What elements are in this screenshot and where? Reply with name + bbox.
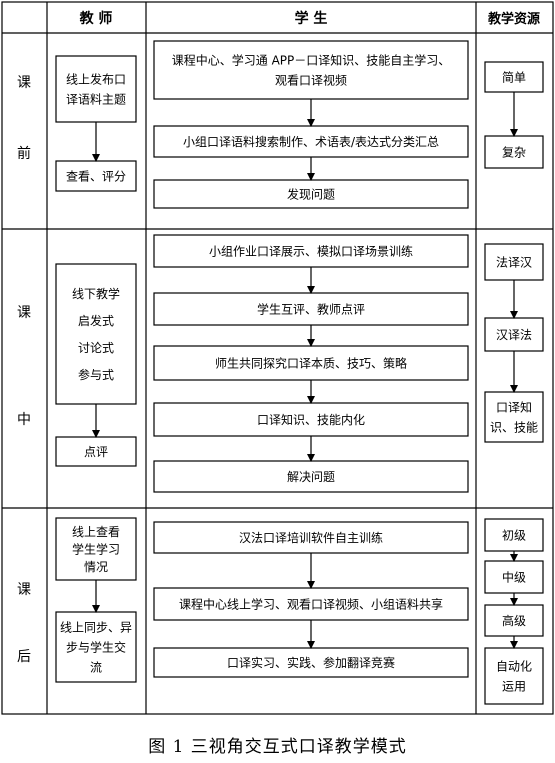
teacher-box-offline-teaching-text-line: 讨论式 bbox=[78, 341, 114, 355]
flow-arrows bbox=[92, 92, 518, 649]
student-box-online-learning-text-line: 课程中心线上学习、观看口译视频、小组语料共享 bbox=[179, 597, 443, 612]
student-box-internship-frame bbox=[153, 647, 469, 678]
student-box-internalize-text-line: 口译知识、技能内化 bbox=[257, 413, 365, 427]
teacher-box-sync-communication-text-line: 线上同步、异 bbox=[60, 621, 132, 635]
teacher-box-check-progress-text-line: 情况 bbox=[84, 560, 108, 574]
student-box-group-presentation: 小组作业口译展示、模拟口译场景训练 bbox=[153, 234, 469, 268]
resource-box-knowledge-skills-frame bbox=[484, 391, 544, 443]
teacher-box-sync-communication-text-line: 流 bbox=[90, 661, 102, 675]
teacher-box-offline-teaching-text-line: 线下教学 bbox=[72, 286, 120, 301]
resource-box-advanced: 高级 bbox=[484, 604, 544, 637]
teacher-box-sync-communication-frame bbox=[55, 611, 137, 683]
student-box-internship: 口译实习、实践、参加翻译竞赛 bbox=[153, 647, 469, 678]
resource-box-simple-text-line: 简单 bbox=[502, 71, 526, 85]
student-box-solve-problems-frame bbox=[153, 460, 469, 493]
student-box-software-training-frame bbox=[153, 521, 469, 554]
teacher-box-publish-topic-frame bbox=[55, 55, 137, 123]
teacher-box-publish-topic-text-line: 译语料主题 bbox=[66, 93, 126, 107]
student-box-self-study-frame bbox=[153, 40, 469, 100]
student-box-peer-review-text-line: 学生互评、教师点评 bbox=[257, 302, 365, 317]
header-student: 学 生 bbox=[295, 10, 328, 27]
teacher-box-review-score-text-line: 查看、评分 bbox=[66, 170, 126, 184]
student-box-find-problems-frame bbox=[153, 179, 469, 209]
student-box-software-training-text-line: 汉法口译培训软件自主训练 bbox=[239, 530, 383, 545]
resource-box-beginner-text-line: 初级 bbox=[502, 529, 526, 543]
student-box-self-study: 课程中心、学习通 APP－口译知识、技能自主学习、观看口译视频 bbox=[153, 40, 469, 100]
student-box-self-study-text-line: 观看口译视频 bbox=[275, 73, 347, 88]
student-box-peer-review: 学生互评、教师点评 bbox=[153, 292, 469, 326]
teacher-box-comment-text-line: 点评 bbox=[84, 445, 108, 459]
resource-box-zh-to-fr-text-line: 汉译法 bbox=[496, 328, 532, 342]
resource-box-knowledge-skills-text-line: 口译知 bbox=[496, 401, 532, 415]
phase-during-char-1: 课 bbox=[17, 305, 31, 321]
teacher-box-review-score: 查看、评分 bbox=[55, 160, 137, 192]
header-resources: 教学资源 bbox=[487, 11, 540, 27]
resource-box-intermediate: 中级 bbox=[484, 560, 544, 594]
resource-box-complex-text-line: 复杂 bbox=[502, 146, 526, 160]
student-box-explore-strategies-text-line: 师生共同探究口译本质、技巧、策略 bbox=[215, 356, 407, 371]
student-box-corpus-making-text-line: 小组口译语料搜索制作、术语表/表达式分类汇总 bbox=[183, 134, 439, 149]
student-box-group-presentation-frame bbox=[153, 234, 469, 268]
teacher-box-offline-teaching-text-line: 参与式 bbox=[78, 367, 114, 382]
student-box-find-problems-text-line: 发现问题 bbox=[287, 187, 335, 202]
resource-box-simple-frame bbox=[484, 61, 544, 93]
phase-during-char-2: 中 bbox=[17, 412, 31, 428]
student-box-solve-problems-text-line: 解决问题 bbox=[287, 470, 335, 484]
resource-box-automatic-use-text-line: 自动化 bbox=[496, 660, 532, 674]
student-box-internalize: 口译知识、技能内化 bbox=[153, 402, 469, 437]
teacher-box-comment-frame bbox=[55, 436, 137, 467]
teacher-box-sync-communication-text-line: 步与学生交 bbox=[66, 640, 126, 655]
resource-box-fr-to-zh-text-line: 法译汉 bbox=[496, 256, 532, 270]
resource-box-beginner-frame bbox=[484, 518, 544, 552]
resource-box-automatic-use-text-line: 运用 bbox=[502, 680, 526, 694]
student-box-find-problems: 发现问题 bbox=[153, 179, 469, 209]
student-box-explore-strategies: 师生共同探究口译本质、技巧、策略 bbox=[153, 345, 469, 381]
resource-box-advanced-text-line: 高级 bbox=[502, 613, 526, 628]
student-box-software-training: 汉法口译培训软件自主训练 bbox=[153, 521, 469, 554]
teacher-box-check-progress-text-line: 学生学习 bbox=[72, 542, 120, 557]
student-box-peer-review-frame bbox=[153, 292, 469, 326]
resource-box-automatic-use-frame bbox=[484, 647, 544, 705]
resource-box-complex-frame bbox=[484, 135, 544, 169]
student-box-corpus-making: 小组口译语料搜索制作、术语表/表达式分类汇总 bbox=[153, 125, 469, 158]
teacher-box-publish-topic-text-line: 线上发布口 bbox=[66, 72, 126, 87]
student-box-solve-problems: 解决问题 bbox=[153, 460, 469, 493]
resource-box-beginner: 初级 bbox=[484, 518, 544, 552]
header-teacher: 教 师 bbox=[80, 10, 113, 27]
phase-after-char-2: 后 bbox=[17, 649, 31, 665]
resource-box-zh-to-fr: 汉译法 bbox=[484, 317, 544, 352]
student-box-group-presentation-text-line: 小组作业口译展示、模拟口译场景训练 bbox=[209, 244, 413, 259]
teacher-box-check-progress-text-line: 线上查看 bbox=[72, 525, 120, 539]
student-box-online-learning: 课程中心线上学习、观看口译视频、小组语料共享 bbox=[153, 587, 469, 621]
figure-caption: 图 1 三视角交互式口译教学模式 bbox=[148, 737, 407, 757]
teacher-box-offline-teaching-text-line: 启发式 bbox=[78, 313, 114, 328]
teacher-box-comment: 点评 bbox=[55, 436, 137, 467]
resource-box-complex: 复杂 bbox=[484, 135, 544, 169]
resource-box-fr-to-zh-frame bbox=[484, 243, 544, 281]
resource-box-fr-to-zh: 法译汉 bbox=[484, 243, 544, 281]
phase-before-char-2: 前 bbox=[17, 145, 31, 162]
student-box-internship-text-line: 口译实习、实践、参加翻译竞赛 bbox=[227, 655, 395, 670]
teacher-box-offline-teaching-frame bbox=[55, 263, 137, 405]
flow-boxes: 线上发布口译语料主题查看、评分线下教学启发式讨论式参与式点评线上查看学生学习情况… bbox=[55, 40, 544, 705]
resource-box-knowledge-skills: 口译知识、技能 bbox=[484, 391, 544, 443]
phase-after-char-1: 课 bbox=[17, 582, 31, 598]
resource-box-simple: 简单 bbox=[484, 61, 544, 93]
phase-before-char-1: 课 bbox=[17, 75, 31, 91]
student-box-self-study-text-line: 课程中心、学习通 APP－口译知识、技能自主学习、 bbox=[172, 53, 451, 68]
resource-box-zh-to-fr-frame bbox=[484, 317, 544, 352]
table-grid bbox=[1, 1, 554, 715]
resource-box-knowledge-skills-text-line: 识、技能 bbox=[490, 421, 538, 435]
resource-box-intermediate-text-line: 中级 bbox=[502, 570, 526, 585]
